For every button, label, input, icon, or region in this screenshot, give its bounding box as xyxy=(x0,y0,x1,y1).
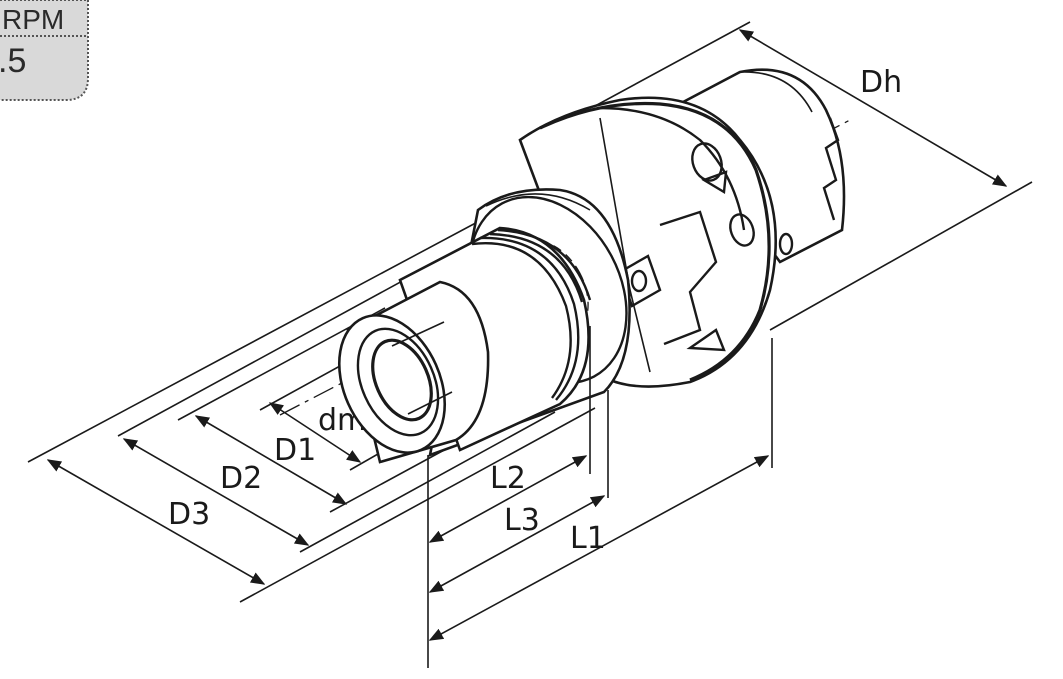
d2-label: D2 xyxy=(220,461,262,496)
badge-bottom-text: .5 xyxy=(0,42,26,80)
l3-label: L3 xyxy=(504,503,540,538)
flange xyxy=(518,96,777,388)
rpm-badge: RPM .5 xyxy=(0,0,89,101)
collet-nose xyxy=(337,280,490,464)
l2-label: L2 xyxy=(490,461,526,496)
length-dimension-arrows xyxy=(428,455,770,641)
length-extension-lines xyxy=(427,326,773,668)
dh-label: Dh xyxy=(860,65,902,100)
d3-label: D3 xyxy=(168,497,210,532)
d1-label: D1 xyxy=(274,433,316,468)
diameter-dimension-arrows xyxy=(46,402,362,585)
badge-top-text: RPM xyxy=(2,4,64,35)
dh-dimension: Dh xyxy=(559,21,1033,331)
l1-label: L1 xyxy=(570,521,606,556)
